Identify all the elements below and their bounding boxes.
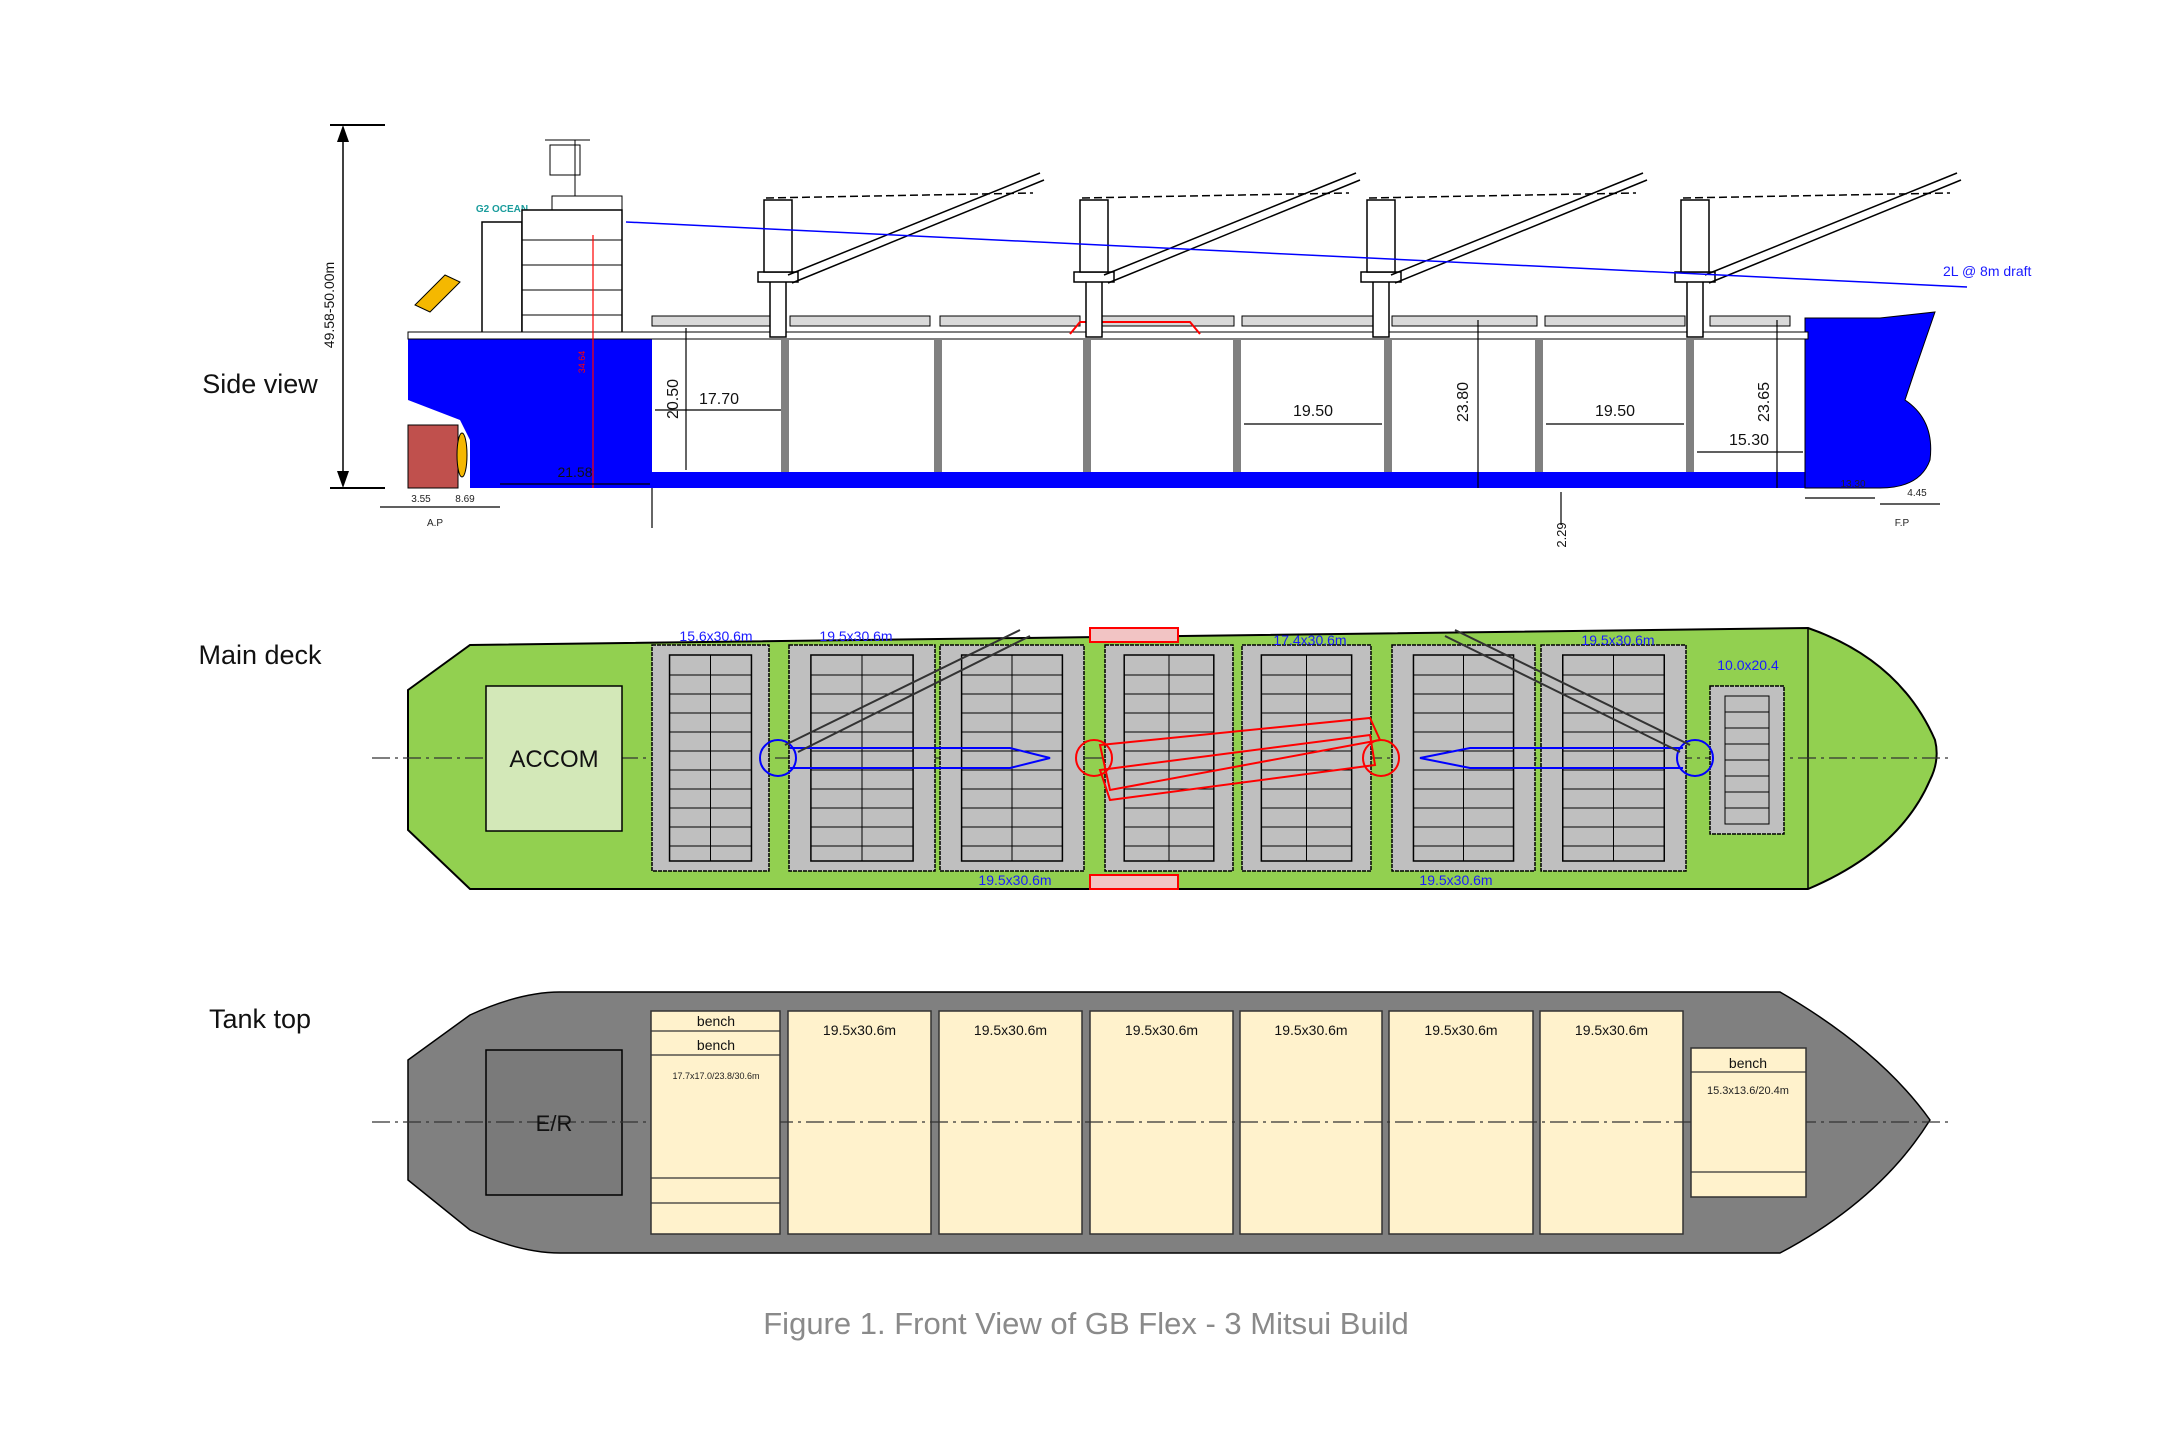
crane	[1674, 172, 1962, 338]
side-view: 49.58-50.00m G2 OCEAN	[321, 124, 2032, 548]
bulkheads	[781, 339, 1694, 472]
svg-text:17.7x17.0/23.8/30.6m: 17.7x17.0/23.8/30.6m	[672, 1071, 759, 1081]
hold-size-label: 19.5x30.6m	[1424, 1022, 1497, 1038]
crane	[1073, 172, 1361, 338]
hold-forward: bench 15.3x13.6/20.4m	[1690, 1047, 1807, 1198]
tank-top-label: Tank top	[209, 1004, 311, 1034]
svg-text:10.0x20.4: 10.0x20.4	[1717, 657, 1779, 673]
side-view-label: Side view	[202, 369, 318, 399]
hatch	[1540, 644, 1687, 872]
hatch	[1709, 685, 1785, 835]
er-label: E/R	[536, 1111, 573, 1136]
hatch	[1104, 644, 1234, 872]
svg-text:17.70: 17.70	[699, 391, 739, 408]
svg-text:17.4x30.6m: 17.4x30.6m	[1273, 632, 1346, 648]
svg-text:19.5x30.6m: 19.5x30.6m	[1581, 632, 1654, 648]
svg-text:3.55: 3.55	[411, 494, 431, 505]
main-deck-label: Main deck	[198, 640, 322, 670]
main-deck-plan: ACCOM 15.6x30.6m 19.5x30.6m 17.4x30.6m 1…	[372, 626, 1950, 890]
svg-text:19.50: 19.50	[1595, 403, 1635, 420]
svg-text:15.30: 15.30	[1729, 432, 1769, 449]
air-draft-note: 2L @ 8m draft	[1943, 263, 2032, 279]
figure-caption: Figure 1. Front View of GB Flex - 3 Mits…	[763, 1306, 1409, 1341]
hold-size-label: 19.5x30.6m	[823, 1022, 896, 1038]
crane	[1360, 172, 1648, 338]
svg-text:4.45: 4.45	[1907, 488, 1927, 499]
hold-size-label: 19.5x30.6m	[1575, 1022, 1648, 1038]
svg-text:8.69: 8.69	[455, 494, 475, 505]
rudder	[407, 424, 459, 489]
svg-text:F.P: F.P	[1895, 518, 1910, 529]
hatch	[1241, 644, 1372, 872]
svg-text:19.50: 19.50	[1293, 403, 1333, 420]
funnel-logo: G2 OCEAN	[476, 204, 528, 215]
svg-text:23.80: 23.80	[1455, 382, 1472, 422]
hold-1: bench bench 17.7x17.0/23.8/30.6m	[650, 1010, 781, 1235]
svg-text:bench: bench	[697, 1037, 735, 1053]
svg-text:bench: bench	[697, 1013, 735, 1029]
funnel	[481, 221, 523, 338]
height-dimension: 49.58-50.00m	[321, 262, 337, 348]
propeller	[456, 432, 468, 478]
svg-text:A.P: A.P	[427, 518, 443, 529]
accommodation-block	[521, 209, 623, 338]
svg-text:19.5x30.6m: 19.5x30.6m	[819, 628, 892, 644]
accom-label: ACCOM	[509, 746, 598, 773]
hatch	[788, 644, 936, 872]
main-deck-railing	[407, 331, 1809, 340]
lifeboat	[414, 274, 461, 313]
hold-size-label: 19.5x30.6m	[974, 1022, 1047, 1038]
hatch	[939, 644, 1085, 872]
hatch	[651, 644, 770, 872]
svg-text:21.58: 21.58	[557, 464, 592, 480]
svg-text:15.6x30.6m: 15.6x30.6m	[679, 628, 752, 644]
air-draft-line	[625, 221, 1968, 288]
svg-text:2.29: 2.29	[1554, 522, 1569, 547]
bow	[1804, 311, 1936, 489]
svg-text:13.30: 13.30	[1840, 479, 1865, 490]
svg-text:23.65: 23.65	[1756, 382, 1773, 422]
svg-text:19.5x30.6m: 19.5x30.6m	[1419, 872, 1492, 888]
hatch-covers	[651, 315, 1791, 327]
tank-top-plan: 19.5x30.6m 19.5x30.6m 19.5x30.6m 19.5x30.6m…	[372, 991, 1950, 1254]
svg-text:34.64: 34.64	[577, 351, 587, 374]
hold-size-label: 19.5x30.6m	[1274, 1022, 1347, 1038]
crane	[757, 172, 1045, 338]
svg-text:15.3x13.6/20.4m: 15.3x13.6/20.4m	[1707, 1085, 1789, 1097]
svg-text:19.5x30.6m: 19.5x30.6m	[978, 872, 1051, 888]
hold-size-label: 19.5x30.6m	[1125, 1022, 1198, 1038]
svg-text:bench: bench	[1729, 1055, 1767, 1071]
hatch	[1391, 644, 1536, 872]
svg-text:20.50: 20.50	[665, 379, 682, 419]
accom-block	[485, 685, 623, 832]
cargo-holds-area	[652, 337, 1805, 472]
